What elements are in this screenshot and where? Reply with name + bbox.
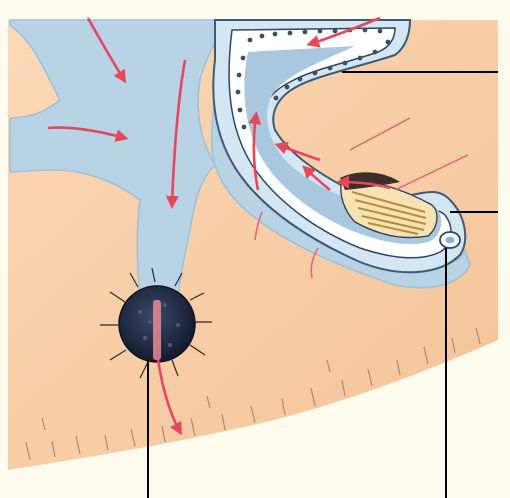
excretory-pore-icon	[440, 232, 460, 248]
